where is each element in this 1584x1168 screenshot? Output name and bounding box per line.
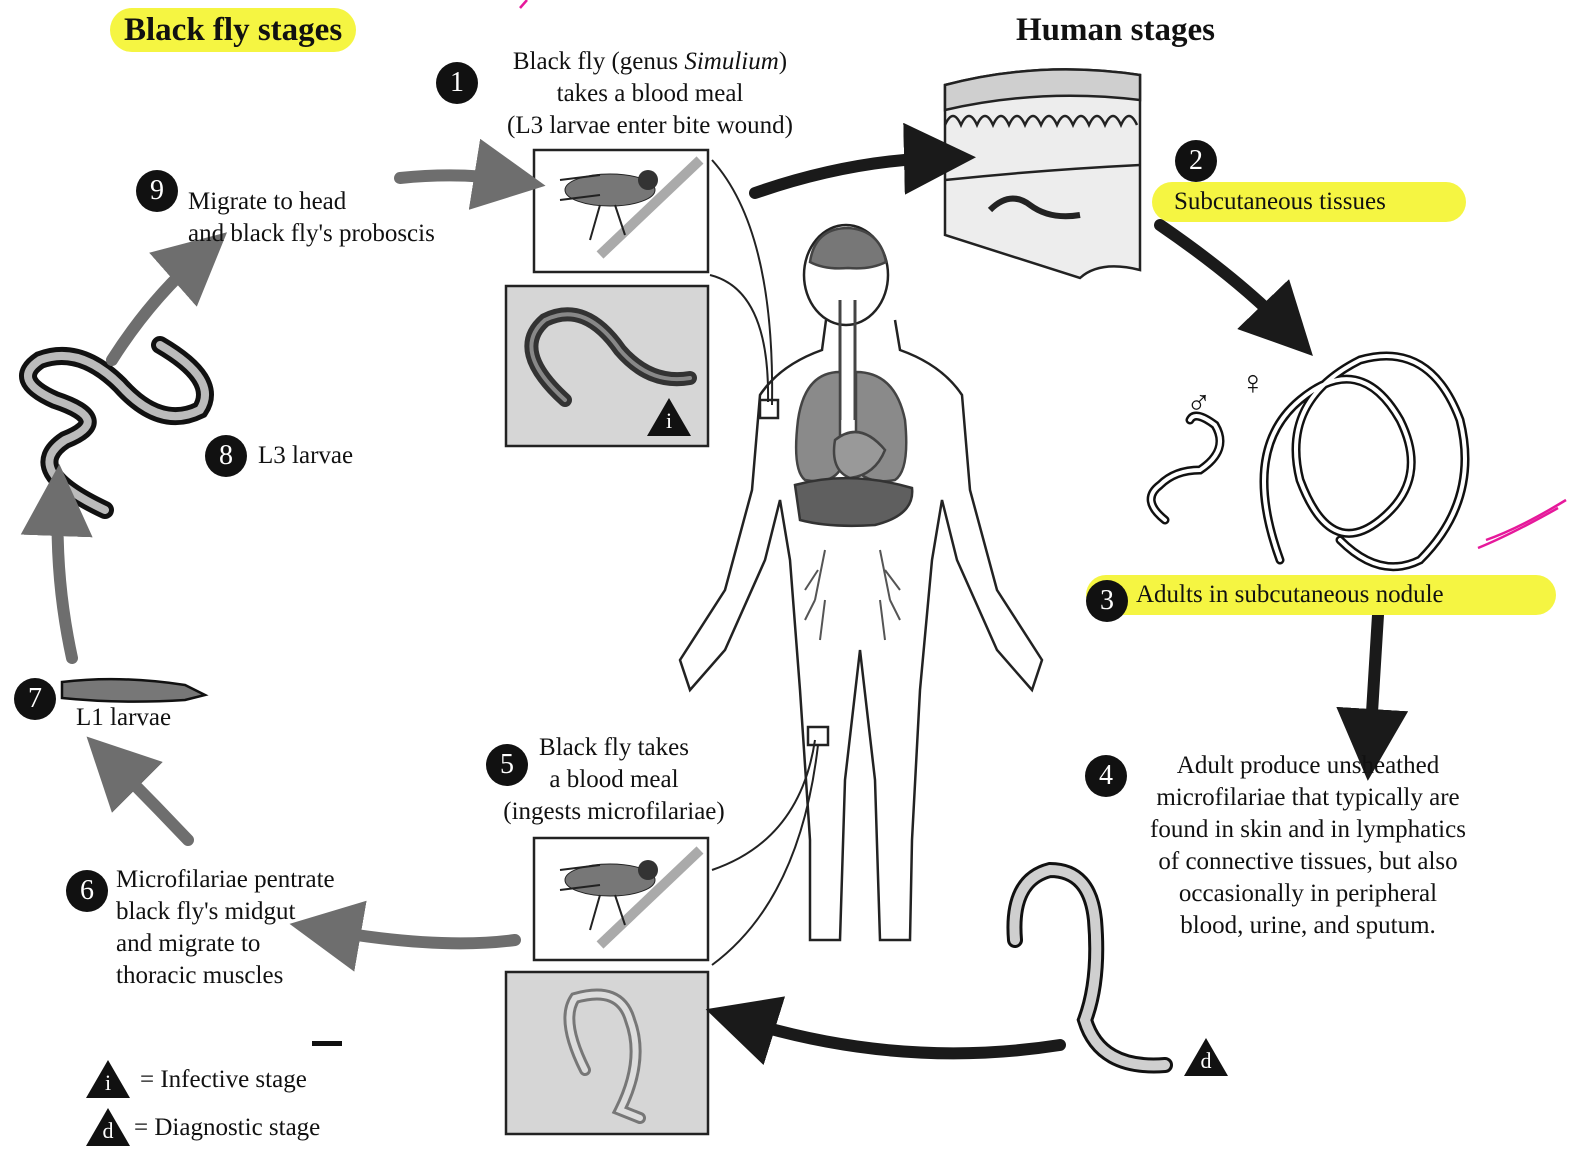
step-9-number: 9 (136, 170, 178, 212)
legend-infective-label: = Infective stage (140, 1064, 307, 1096)
step5-microfilaria-box (506, 972, 708, 1134)
diagnostic-stage-icon-letter: d (1182, 1048, 1230, 1074)
step-1-number: 1 (436, 62, 478, 104)
step-5-text: Black fly takes a blood meal (ingests mi… (480, 732, 748, 828)
step-6-number: 6 (66, 870, 108, 912)
step-1-text: Black fly (genus Simulium) takes a blood… (480, 46, 820, 142)
male-symbol: ♂ (1186, 388, 1212, 420)
step-3-number: 3 (1086, 580, 1128, 622)
human-body-illustration (680, 225, 1042, 940)
step1-fly-box (534, 150, 708, 272)
infective-stage-icon-letter: i (645, 408, 693, 434)
l1-larvae-worm (62, 679, 205, 701)
step-9-text: Migrate to head and black fly's probosci… (188, 186, 435, 250)
l3-larvae-worm (28, 345, 205, 510)
black-fly-stage-arrows (58, 175, 515, 943)
step5-fly-box (534, 838, 708, 960)
human-stages-heading: Human stages (1016, 14, 1215, 46)
female-symbol: ♀ (1240, 368, 1266, 400)
step-4-text: Adult produce unsheathed microfilariae t… (1118, 750, 1498, 942)
step-2-number: 2 (1175, 140, 1217, 182)
step-3-label: Adults in subcutaneous nodule (1086, 575, 1556, 615)
legend-diagnostic-letter: d (84, 1118, 132, 1144)
skin-cross-section (945, 69, 1140, 278)
legend-infective-letter: i (84, 1070, 132, 1096)
black-fly-stages-heading: Black fly stages (110, 14, 356, 46)
step-8-number: 8 (205, 435, 247, 477)
scale-bar (312, 1041, 342, 1046)
step-8-text: L3 larvae (258, 440, 353, 472)
step-2-text: Subcutaneous tissues (1152, 182, 1466, 222)
legend-diagnostic-label: = Diagnostic stage (134, 1112, 320, 1144)
step-7-number: 7 (14, 678, 56, 720)
step-7-text: L1 larvae (76, 702, 171, 734)
step-6-text: Microfilariae pentrate black fly's midgu… (116, 864, 335, 992)
